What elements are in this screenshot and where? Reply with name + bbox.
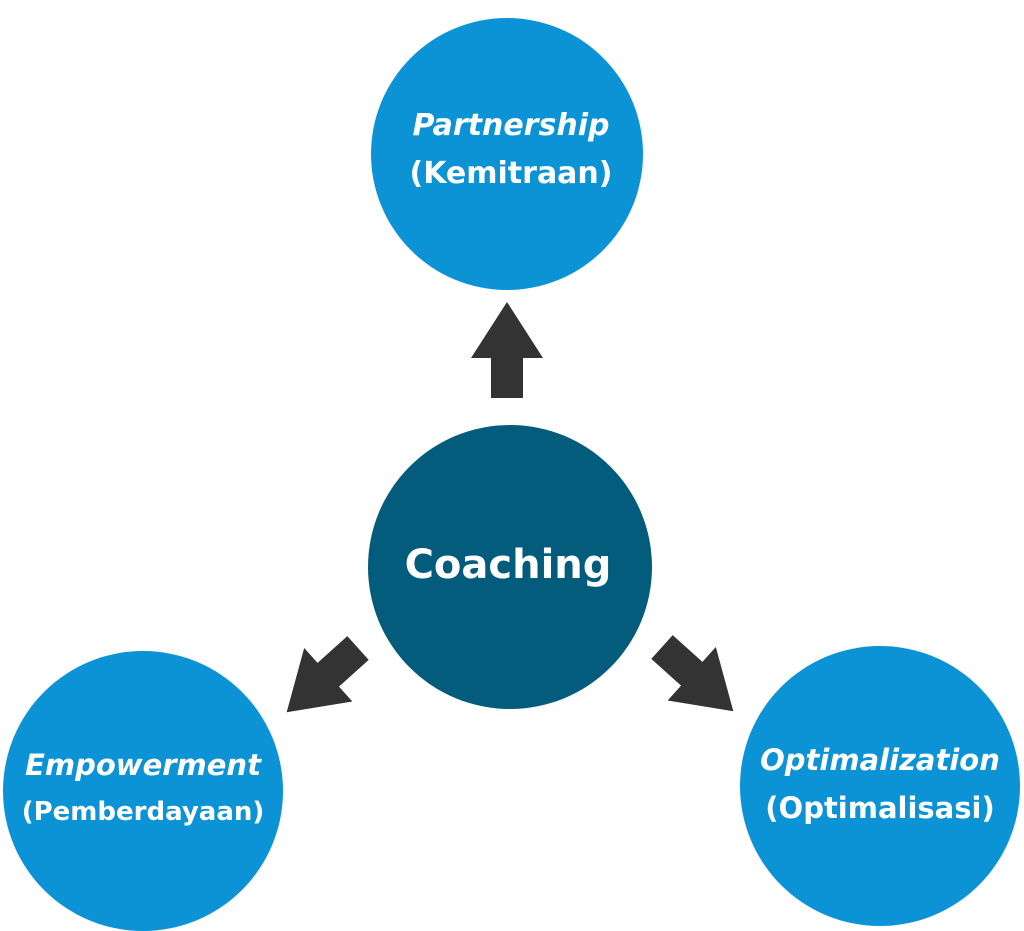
arrow-down-left-shape (286, 636, 369, 713)
arrow-up-icon (471, 302, 543, 398)
node-empowerment-translation: (Pemberdayaan) (22, 797, 265, 827)
arrow-down-right-shape (651, 635, 734, 712)
node-coaching-circle (368, 425, 652, 709)
node-partnership-translation: (Kemitraan) (409, 156, 612, 191)
node-empowerment: Empowerment (Pemberdayaan) (3, 651, 283, 931)
node-optimalization-term: Optimalization (760, 743, 1000, 777)
node-optimalization-circle (740, 646, 1020, 926)
node-optimalization-translation: (Optimalisasi) (765, 791, 994, 825)
node-coaching: Coaching (368, 425, 652, 709)
node-empowerment-term: Empowerment (25, 748, 262, 782)
node-coaching-label: Coaching (405, 542, 612, 588)
node-optimalization: Optimalization (Optimalisasi) (740, 646, 1020, 926)
arrow-up-shape (471, 302, 543, 398)
node-partnership-circle (371, 18, 643, 290)
arrow-down-right-icon (651, 635, 734, 712)
node-empowerment-circle (3, 651, 283, 931)
arrow-down-left-icon (286, 636, 369, 713)
node-partnership: Partnership (Kemitraan) (371, 18, 643, 290)
node-partnership-term: Partnership (413, 108, 610, 143)
